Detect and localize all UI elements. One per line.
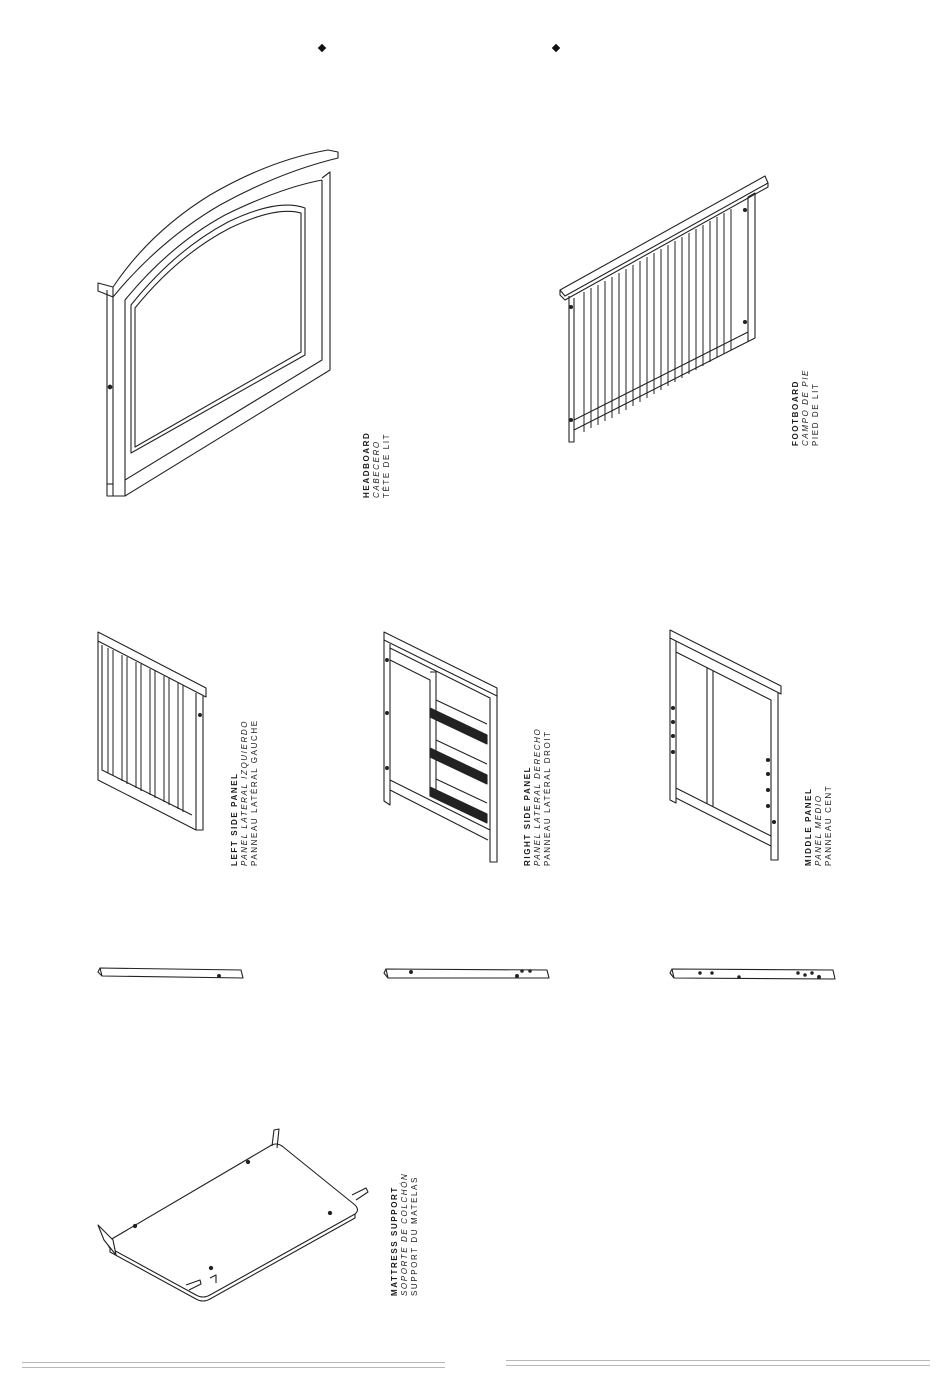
mattress-support-illustration bbox=[98, 1129, 368, 1301]
footer-rule-right bbox=[506, 1360, 930, 1366]
footer-rule-left bbox=[22, 1362, 445, 1368]
footboard-label-es: CAMPO DE PIE bbox=[801, 369, 811, 446]
middle-panel-label: MIDDLE PANEL PANEL MEDIO PANNEAU CENT bbox=[804, 785, 834, 866]
right-side-panel-illustration bbox=[384, 632, 497, 862]
headboard-label-en: HEADBOARD bbox=[362, 432, 372, 498]
rail-right bbox=[670, 969, 835, 979]
middle-panel-illustration bbox=[670, 630, 781, 860]
left-side-panel-label-fr: PANNEAU LATÉRAL GAUCHE bbox=[250, 719, 260, 866]
rail-left bbox=[98, 968, 243, 978]
middle-panel-label-es: PANEL MEDIO bbox=[814, 785, 824, 866]
mattress-support-label-en: MATTRESS SUPPORT bbox=[390, 1173, 400, 1296]
left-side-panel-label-es: PANEL LATERAL IZQUIERDO bbox=[240, 719, 250, 866]
footboard-illustration bbox=[560, 176, 768, 442]
headboard-illustration bbox=[98, 150, 338, 496]
middle-panel-label-en: MIDDLE PANEL bbox=[804, 785, 814, 866]
headboard-label: HEADBOARD CABECERO TÊTE DE LIT bbox=[362, 432, 392, 498]
left-side-panel-label-en: LEFT SIDE PANEL bbox=[230, 719, 240, 866]
right-side-panel-label-es: PANEL LATERAL DERECHO bbox=[533, 728, 543, 866]
right-side-panel-label-en: RIGHT SIDE PANEL bbox=[523, 728, 533, 866]
left-side-panel-label: LEFT SIDE PANEL PANEL LATERAL IZQUIERDO … bbox=[230, 719, 260, 866]
mattress-support-label: MATTRESS SUPPORT SOPORTE DE COLCHÓN SUPP… bbox=[390, 1173, 420, 1296]
right-side-panel-label-fr: PANNEAU LATÉRAL DROIT bbox=[543, 728, 553, 866]
left-side-panel-illustration bbox=[98, 632, 206, 830]
headboard-label-es: CABECERO bbox=[372, 432, 382, 498]
headboard-label-fr: TÊTE DE LIT bbox=[382, 432, 392, 498]
rail-middle bbox=[384, 969, 549, 978]
mattress-support-label-es: SOPORTE DE COLCHÓN bbox=[400, 1173, 410, 1296]
middle-panel-label-fr: PANNEAU CENT bbox=[824, 785, 834, 866]
right-side-panel-label: RIGHT SIDE PANEL PANEL LATERAL DERECHO P… bbox=[523, 728, 553, 866]
footboard-label: FOOTBOARD CAMPO DE PIE PIED DE LIT bbox=[791, 369, 821, 446]
footboard-label-fr: PIED DE LIT bbox=[811, 369, 821, 446]
mattress-support-label-fr: SUPPORT DU MATELAS bbox=[410, 1173, 420, 1296]
footboard-label-en: FOOTBOARD bbox=[791, 369, 801, 446]
